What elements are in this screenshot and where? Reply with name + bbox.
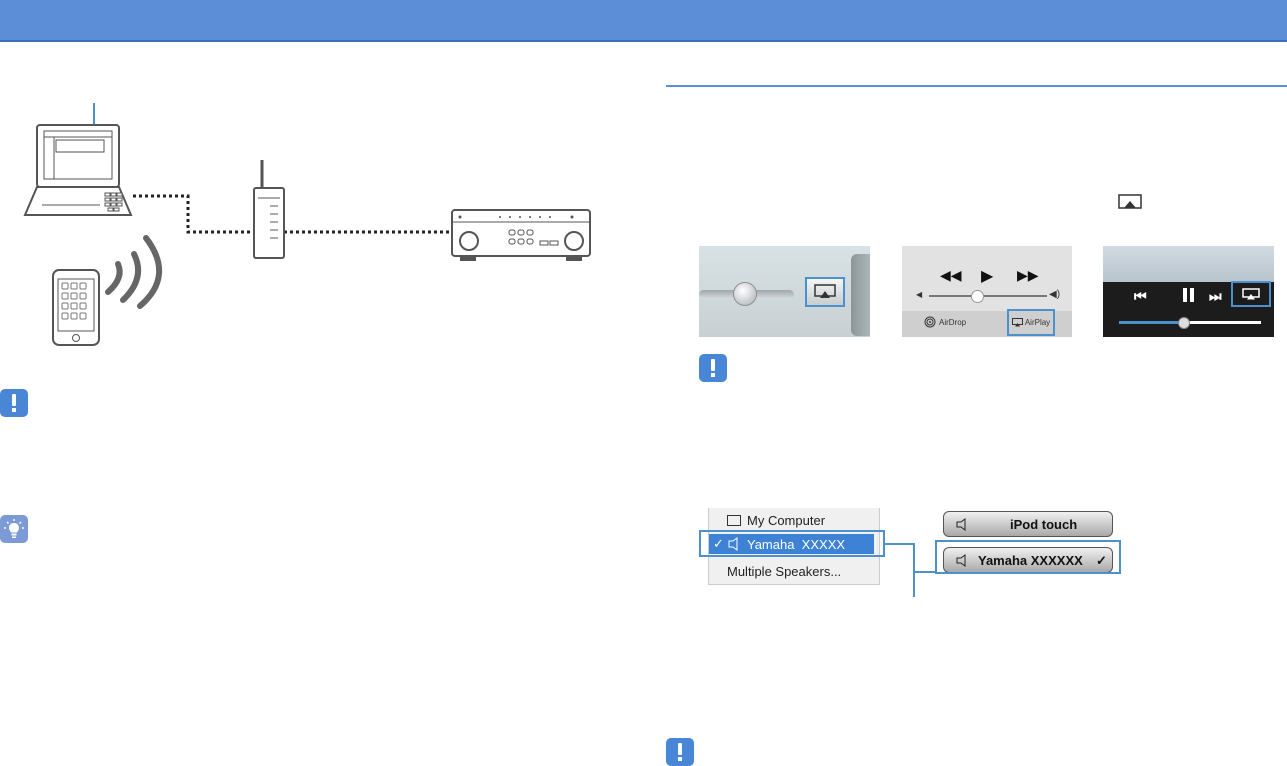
- ios-volume-knob[interactable]: [971, 290, 984, 303]
- airplay-icon: [814, 284, 836, 298]
- itunes-yamaha-highlight: [699, 530, 885, 557]
- smartphone-icon: [52, 269, 100, 346]
- highlight-connector: [885, 543, 935, 597]
- player-progress-track[interactable]: [1183, 321, 1261, 324]
- volume-low-icon: ◀: [916, 290, 923, 299]
- airplay-label: AirPlay: [1024, 318, 1051, 327]
- itunes-volume-knob[interactable]: [733, 282, 757, 306]
- laptop-icon: [23, 124, 133, 216]
- player-progress-filled: [1119, 321, 1183, 324]
- ios-player-screenshot: ⏮ ⏭: [1103, 246, 1274, 337]
- itunes-speaker-menu: My Computer ✓ Yamaha XXXXX Multiple Spea…: [708, 508, 880, 585]
- section-rule: [666, 85, 1287, 87]
- airdrop-label: AirDrop: [939, 317, 967, 327]
- ios-bottom-bar: [902, 311, 1072, 337]
- wifi-waves-icon: [105, 235, 162, 309]
- pause-icon[interactable]: [1183, 288, 1194, 302]
- airplay-icon: [1242, 288, 1260, 300]
- itunes-airplay-button[interactable]: [805, 277, 845, 307]
- menu-item-label: Yamaha XXXXX: [747, 537, 846, 552]
- rewind-icon[interactable]: ◀◀: [940, 267, 962, 283]
- menu-item-yamaha[interactable]: ✓ Yamaha XXXXX: [709, 534, 874, 554]
- monitor-icon: [727, 515, 741, 526]
- ios-menu-item-label: iPod touch: [1010, 517, 1078, 532]
- ios-menu-item-yamaha[interactable]: Yamaha XXXXXX ✓: [943, 547, 1113, 573]
- ios-control-center-screenshot: ◀◀ ▶ ▶▶ ◀ ◀) AirDrop AirPlay: [902, 246, 1072, 337]
- player-sky: [1103, 246, 1274, 282]
- ios-menu-item-ipod[interactable]: iPod touch: [943, 511, 1113, 537]
- network-diagram: [23, 103, 591, 346]
- itunes-side-panel: [851, 254, 870, 336]
- skip-forward-icon[interactable]: ⏭: [1209, 288, 1222, 304]
- menu-item-my-computer[interactable]: My Computer: [709, 512, 879, 530]
- itunes-airplay-screenshot: [699, 246, 870, 337]
- exclamation-note-icon: [666, 738, 694, 766]
- header-divider: [0, 40, 1287, 42]
- ios-yamaha-highlight: [935, 540, 1121, 574]
- airdrop-icon: [924, 316, 936, 328]
- exclamation-note-icon: [0, 389, 28, 417]
- menu-item-multiple-speakers[interactable]: Multiple Speakers...: [709, 562, 879, 580]
- header-bar: [0, 0, 1287, 40]
- skip-back-icon[interactable]: ⏮: [1134, 288, 1147, 304]
- laptop-router-cable: [133, 194, 254, 234]
- airplay-icon: [1118, 194, 1142, 209]
- ios-menu-item-label: Yamaha XXXXXX: [978, 553, 1083, 568]
- ios-airplay-button[interactable]: AirPlay: [1007, 309, 1055, 336]
- play-icon[interactable]: ▶: [981, 268, 994, 285]
- ios-speaker-menu: iPod touch Yamaha XXXXXX ✓: [943, 511, 1113, 573]
- airdrop-button[interactable]: AirDrop: [924, 316, 966, 328]
- av-receiver-icon: [451, 209, 591, 261]
- speaker-icon: [728, 537, 738, 551]
- menu-item-label: Multiple Speakers...: [727, 564, 842, 579]
- checkmark-icon: ✓: [713, 536, 724, 551]
- menu-item-label: My Computer: [747, 513, 826, 528]
- volume-high-icon: ◀): [1049, 289, 1061, 300]
- speaker-icon: [956, 518, 966, 531]
- checkmark-icon: ✓: [1096, 553, 1107, 568]
- airplay-icon: [1011, 318, 1023, 327]
- router-icon: [253, 160, 285, 259]
- speaker-icon: [956, 554, 966, 567]
- exclamation-note-icon: [699, 354, 727, 382]
- ios-volume-track[interactable]: [929, 295, 1047, 297]
- player-airplay-button[interactable]: [1231, 281, 1271, 307]
- fast-forward-icon[interactable]: ▶▶: [1017, 267, 1039, 283]
- lightbulb-tip-icon: [0, 515, 28, 543]
- player-progress-knob[interactable]: [1178, 317, 1190, 329]
